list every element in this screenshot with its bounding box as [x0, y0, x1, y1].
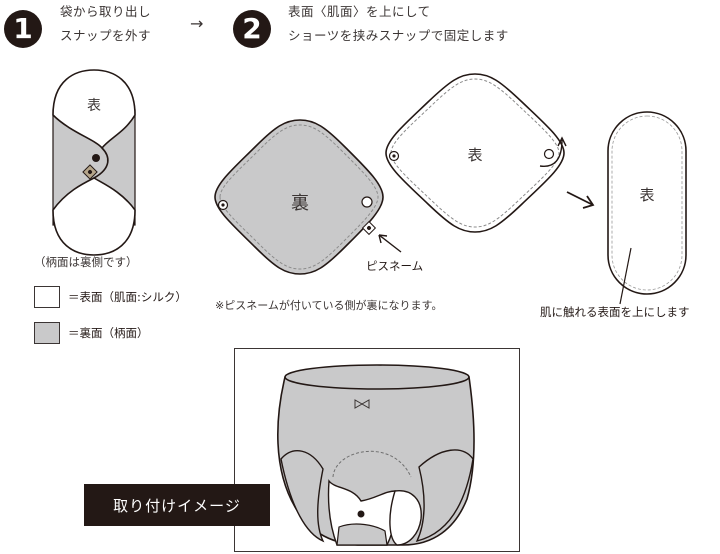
- step-2-number-badge: 2: [233, 10, 271, 48]
- step-2-number: 2: [242, 12, 262, 45]
- step-1-line-2: スナップを外す: [60, 28, 152, 43]
- folded-front-illustration: 表: [607, 111, 687, 305]
- installation-image-frame: [234, 348, 520, 552]
- snap-right-icon: [543, 148, 555, 160]
- folded-front-face-label: 表: [639, 186, 654, 204]
- step-2-instructions: 表面〈肌面〉を上にして ショーツを挟みスナップで固定します: [288, 0, 509, 48]
- step-1-instructions: 袋から取り出し スナップを外す: [60, 0, 151, 48]
- shorts-illustration: [277, 364, 475, 546]
- next-step-arrow-icon: [566, 191, 595, 209]
- back-side-note: ※ピスネームが付いている側が裏になります。: [215, 299, 443, 312]
- step-arrow-icon: →: [190, 14, 204, 33]
- installation-image-badge: 取り付けイメージ: [84, 484, 270, 526]
- step-1-number-badge: 1: [4, 10, 42, 48]
- folded-front-caption: 肌に触れる表面を上にします: [540, 305, 690, 319]
- fold-arrow-icon: [539, 139, 563, 167]
- folded-pad-illustration: 表: [52, 69, 136, 256]
- pis-name-label: ピスネーム: [366, 259, 424, 273]
- leader-line: [619, 247, 632, 305]
- pis-name-tag-icon: [82, 164, 98, 180]
- step-1-line-1: 袋から取り出し: [60, 4, 152, 19]
- folded-pad-caption: （柄面は裏側です）: [34, 255, 138, 269]
- legend-swatch-grey: [34, 322, 60, 344]
- installation-image-badge-label: 取り付けイメージ: [113, 496, 241, 515]
- snap-icon: [92, 154, 100, 162]
- snap-icon: [357, 510, 365, 518]
- legend-label-back: ＝裏面（柄面）: [68, 326, 149, 340]
- legend-item-front: ＝表面（肌面:シルク）: [34, 286, 187, 308]
- front-pad-face-label: 表: [467, 146, 482, 164]
- legend-label-front: ＝表面（肌面:シルク）: [68, 290, 187, 304]
- legend-item-back: ＝裏面（柄面）: [34, 322, 149, 344]
- folded-pad-face-label: 表: [87, 98, 101, 114]
- bow-icon: [354, 399, 370, 409]
- step-2-line-1: 表面〈肌面〉を上にして: [288, 4, 431, 19]
- pis-name-tag-icon: [361, 220, 377, 236]
- front-pad-illustration: 表: [385, 73, 567, 233]
- back-pad-illustration: 裏: [214, 119, 402, 275]
- step-1-number: 1: [13, 12, 33, 45]
- snap-right-icon: [361, 196, 373, 208]
- back-pad-face-label: 裏: [291, 193, 309, 214]
- step-2-line-2: ショーツを挟みスナップで固定します: [288, 28, 509, 43]
- legend-swatch-white: [34, 286, 60, 308]
